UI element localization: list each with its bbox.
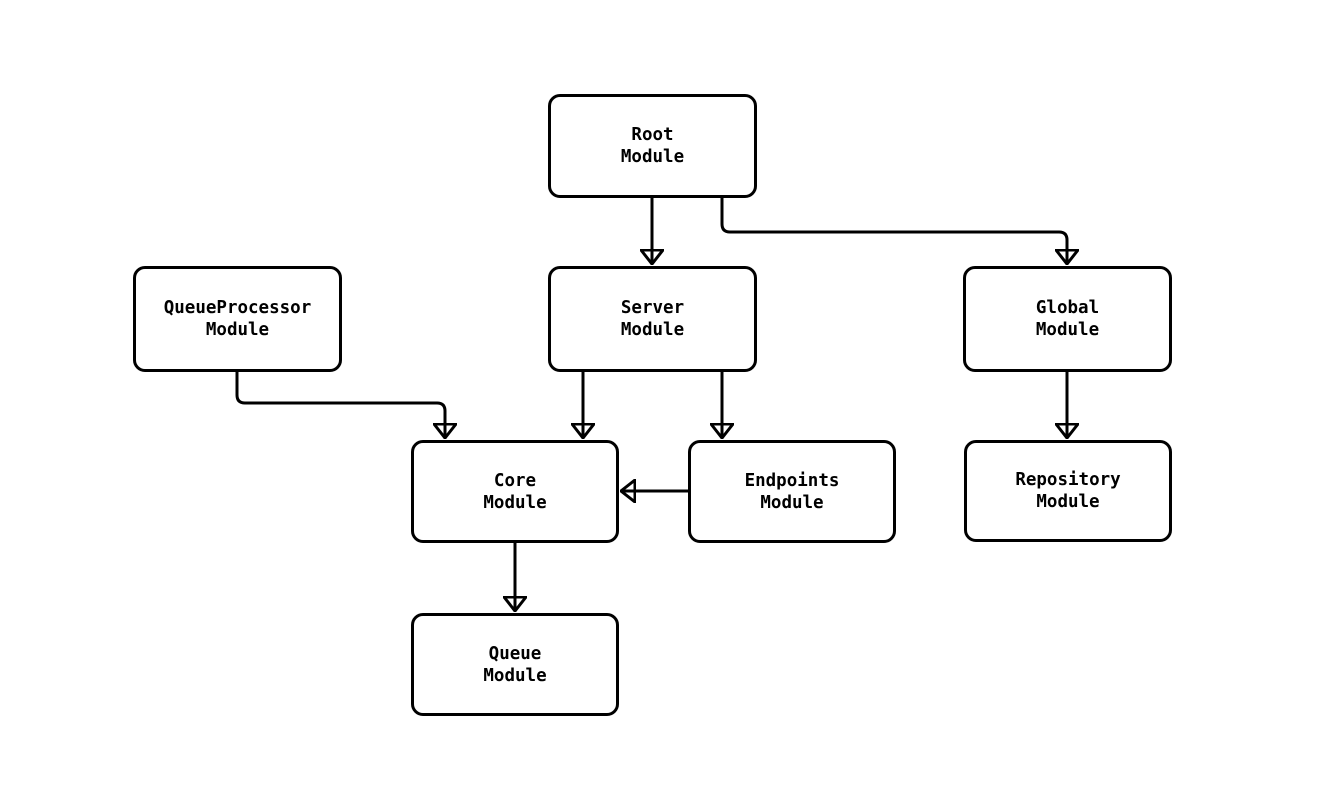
- node-root-module: Root Module: [548, 94, 757, 198]
- node-endpoints-module-label: Endpoints Module: [744, 470, 840, 513]
- node-queueprocessor-module: QueueProcessor Module: [133, 266, 342, 372]
- node-queue-module-label: Queue Module: [483, 643, 547, 686]
- node-global-module: Global Module: [963, 266, 1172, 372]
- node-core-module-label: Core Module: [483, 470, 547, 513]
- node-server-module: Server Module: [548, 266, 757, 372]
- edge-queueprocessor-to-core: [235, 372, 445, 438]
- node-queueprocessor-module-label: QueueProcessor Module: [163, 298, 312, 340]
- node-global-module-label: Global Module: [1035, 298, 1100, 340]
- node-repository-module: Repository Module: [964, 440, 1172, 542]
- node-server-module-label: Server Module: [620, 298, 685, 340]
- node-endpoints-module: Endpoints Module: [688, 440, 896, 543]
- node-repository-module-label: Repository Module: [1015, 470, 1121, 512]
- node-queue-module: Queue Module: [411, 613, 619, 716]
- edge-root-to-global: [720, 198, 1067, 264]
- node-root-module-label: Root Module: [620, 125, 685, 167]
- node-core-module: Core Module: [411, 440, 619, 543]
